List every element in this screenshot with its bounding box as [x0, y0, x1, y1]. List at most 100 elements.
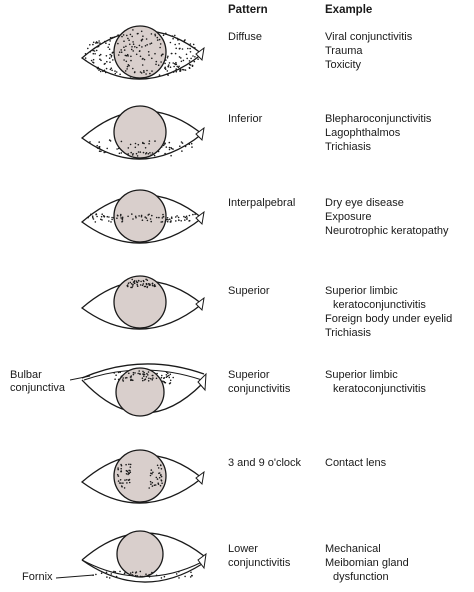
- stipple-dot: [148, 573, 150, 576]
- stipple-dot: [186, 218, 188, 220]
- stipple-dot: [125, 60, 128, 63]
- stipple-dot: [126, 53, 129, 56]
- stipple-dot: [101, 219, 103, 221]
- stipple-dot: [177, 216, 180, 219]
- stipple-dot: [119, 215, 122, 217]
- stipple-dot: [115, 71, 118, 73]
- stipple-dot: [159, 464, 162, 466]
- stipple-dot: [135, 53, 138, 56]
- stipple-dot: [155, 63, 157, 66]
- stipple-dot: [114, 72, 117, 75]
- stipple-dot: [132, 218, 134, 220]
- stipple-dot: [158, 476, 161, 479]
- stipple-dot: [132, 283, 134, 286]
- stipple-dot: [190, 57, 192, 60]
- stipple-dot: [169, 66, 172, 68]
- stipple-dot: [137, 143, 140, 146]
- stipple-dot: [148, 377, 150, 380]
- stipple-dot: [120, 213, 122, 216]
- stipple-dot: [159, 484, 162, 487]
- stipple-dot: [128, 39, 130, 41]
- stipple-dot: [143, 375, 145, 377]
- stipple-dot: [94, 42, 97, 44]
- stipple-dot: [181, 142, 184, 144]
- stipple-dot: [167, 219, 169, 221]
- stipple-dot: [98, 150, 101, 152]
- example-dry-eye-disease: Dry eye disease: [325, 197, 404, 209]
- stipple-dot: [153, 154, 156, 157]
- stipple-dot: [162, 53, 164, 55]
- example-blepharoconjunctivitis: Blepharoconjunctivitis: [325, 113, 432, 125]
- stipple-dot: [168, 376, 171, 379]
- stipple-dot: [154, 33, 156, 36]
- stipple-dot: [122, 377, 124, 379]
- example-header: Example: [325, 4, 373, 16]
- stipple-dot: [160, 54, 163, 57]
- stipple-dot: [162, 34, 165, 37]
- stipple-dot: [166, 217, 169, 219]
- stipple-dot: [155, 216, 158, 219]
- stipple-dot: [168, 148, 171, 151]
- stipple-dot: [160, 376, 163, 379]
- stipple-dot: [109, 53, 111, 56]
- stipple-dot: [149, 152, 151, 154]
- stipple-dot: [110, 221, 112, 223]
- stipple-dot: [145, 217, 148, 219]
- stipple-dot: [166, 218, 168, 221]
- stipple-dot: [92, 41, 95, 44]
- stipple-dot: [143, 142, 145, 145]
- stipple-dot: [161, 221, 164, 223]
- fornix-label: Fornix: [22, 571, 53, 583]
- stipple-dot: [100, 150, 102, 153]
- stipple-dot: [142, 57, 144, 60]
- stipple-dot: [141, 575, 143, 578]
- stipple-dot: [139, 71, 142, 73]
- row-3-and-9: 3 and 9 o'clock Contact lens: [0, 442, 474, 514]
- stipple-dot: [150, 483, 152, 485]
- eye-superior: [80, 275, 205, 330]
- stipple-dot: [146, 372, 148, 375]
- stipple-dot: [130, 376, 132, 378]
- stipple-dot: [100, 215, 103, 218]
- example-toxicity: Toxicity: [325, 59, 362, 71]
- stipple-dot: [129, 33, 132, 36]
- stipple-dot: [120, 51, 123, 53]
- stipple-dot: [136, 285, 139, 287]
- stipple-dot: [147, 371, 150, 373]
- stipple-dot: [134, 46, 136, 48]
- stipple-dot: [181, 150, 183, 152]
- stipple-dot: [125, 473, 128, 475]
- stipple-dot: [132, 281, 135, 283]
- stipple-dot: [123, 572, 126, 575]
- stipple-dot: [120, 467, 122, 470]
- stipple-dot: [143, 71, 145, 73]
- stipple-dot: [119, 73, 121, 76]
- stipple-dot: [92, 58, 95, 61]
- stipple-dot: [121, 221, 123, 223]
- stipple-dot: [117, 54, 120, 56]
- stipple-dot: [117, 42, 119, 45]
- stipple-dot: [116, 214, 119, 217]
- stipple-dot: [188, 63, 191, 66]
- example-exposure: Exposure: [325, 211, 372, 223]
- stipple-dot: [156, 372, 158, 375]
- stipple-dot: [145, 73, 147, 75]
- stipple-dot: [160, 221, 162, 223]
- stipple-dot: [142, 283, 145, 285]
- stipple-dot: [95, 213, 97, 216]
- stipple-dot: [129, 143, 132, 146]
- example-contact-lens: Contact lens: [325, 457, 387, 469]
- stipple-dot: [189, 51, 192, 53]
- stipple-dot: [108, 577, 111, 579]
- stipple-dot: [138, 370, 140, 372]
- stipple-dot: [189, 43, 192, 45]
- stipple-dot: [125, 463, 127, 466]
- stipple-dot: [109, 40, 111, 42]
- stipple-dot: [150, 377, 152, 380]
- stipple-dot: [126, 482, 128, 484]
- stipple-dot: [150, 154, 152, 156]
- stipple-dot: [142, 279, 145, 282]
- pattern-label-interpalpebral: Interpalpebral: [228, 197, 296, 209]
- stipple-dot: [105, 42, 107, 44]
